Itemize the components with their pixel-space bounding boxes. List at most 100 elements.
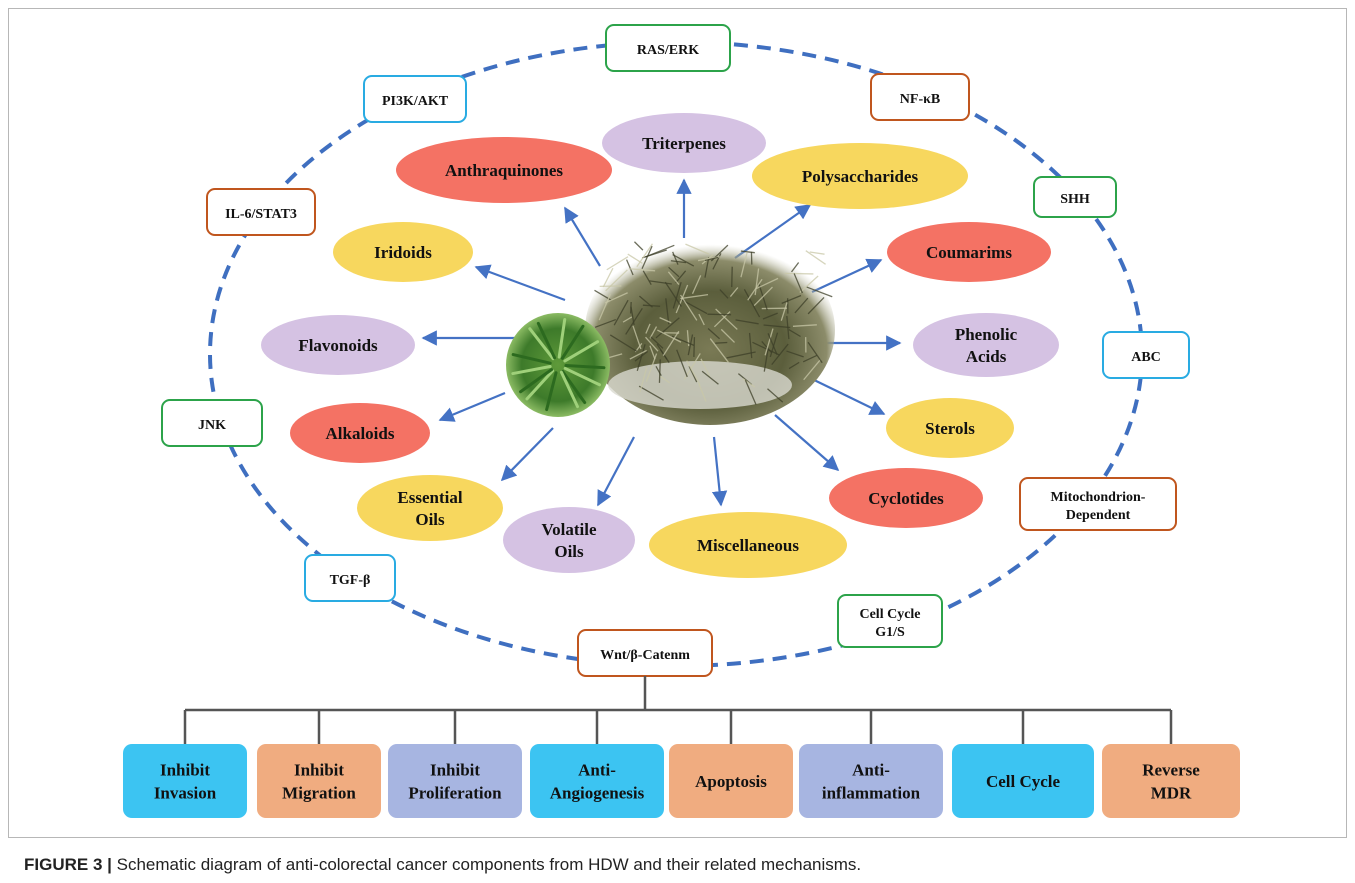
component-miscellaneous: Miscellaneous	[649, 512, 847, 578]
component-anthraquinones: Anthraquinones	[396, 137, 612, 203]
outcome-label: Anti-Angiogenesis	[550, 761, 645, 803]
component-sterols: Sterols	[886, 398, 1014, 458]
arrow-to-cyclotides	[774, 414, 840, 472]
pathway-box	[1019, 477, 1177, 531]
component-ellipse	[333, 222, 473, 282]
outcome-tree	[183, 676, 1173, 745]
arrow-to-essential-oils	[500, 427, 554, 482]
component-ellipse	[886, 398, 1014, 458]
arrow-to-volatile-oils	[597, 436, 635, 507]
caption-label: FIGURE 3 |	[24, 855, 112, 874]
arrow-to-alkaloids	[438, 391, 506, 422]
pathway-label: IL-6/STAT3	[225, 207, 297, 222]
component-label: Anthraquinones	[445, 161, 563, 180]
outcome-label: Cell Cycle	[986, 772, 1061, 791]
component-ellipse	[357, 475, 503, 541]
center-images	[506, 235, 835, 425]
outcome-cell-cycle: Cell Cycle	[952, 744, 1094, 818]
outcome-box	[1102, 744, 1240, 818]
pathway-label: SHH	[1060, 192, 1090, 207]
arrow-to-miscellaneous	[711, 436, 728, 507]
component-label: Coumarims	[926, 243, 1012, 262]
pathway-box	[363, 75, 467, 123]
component-triterpenes: Triterpenes	[602, 113, 766, 173]
pathway-abc: ABC	[1102, 331, 1190, 379]
outcome-label: Apoptosis	[695, 772, 767, 791]
component-label: Iridoids	[374, 243, 432, 262]
pathway-box	[206, 188, 316, 236]
outcome-anti-angiogenesis: Anti-Angiogenesis	[530, 744, 664, 818]
component-ellipse	[290, 403, 430, 463]
component-label: Polysaccharides	[802, 167, 919, 186]
component-ellipse	[261, 315, 415, 375]
pathway-label: TGF-β	[330, 573, 371, 588]
pathway-mitochondrion-dependent: Mitochondrion-Dependent	[1019, 477, 1177, 531]
outcome-box	[530, 744, 664, 818]
component-label: Alkaloids	[326, 424, 395, 443]
pathway-box	[1033, 176, 1117, 218]
outcome-label: Anti-inflammation	[822, 761, 921, 803]
component-iridoids: Iridoids	[333, 222, 473, 282]
outcome-box	[123, 744, 247, 818]
pathway-label: ABC	[1131, 350, 1161, 365]
pathway-box	[837, 594, 943, 648]
outcome-box	[388, 744, 522, 818]
pathway-ras-erk: RAS/ERK	[605, 24, 731, 72]
component-ellipse	[503, 507, 635, 573]
pathway-box	[1102, 331, 1190, 379]
pathway-pi3k-akt: PI3K/AKT	[363, 75, 467, 123]
pathway-box	[161, 399, 263, 447]
pathway-tgf: TGF-β	[304, 554, 396, 602]
arrow-to-iridoids	[474, 264, 566, 302]
component-alkaloids: Alkaloids	[290, 403, 430, 463]
component-label: Triterpenes	[642, 134, 726, 153]
component-label: Sterols	[925, 419, 975, 438]
component-flavonoids: Flavonoids	[261, 315, 415, 375]
component-polysaccharides: Polysaccharides	[752, 143, 968, 209]
arrows-group	[421, 178, 902, 507]
pathway-wnt-catenm: Wnt/β-Catenm	[577, 629, 713, 677]
plant-photo	[506, 313, 610, 417]
pathway-label: RAS/ERK	[637, 43, 699, 58]
outcome-apoptosis: Apoptosis	[669, 744, 793, 818]
pathway-nf-b: NF-κB	[870, 73, 970, 121]
component-cyclotides: Cyclotides	[829, 468, 983, 528]
figure-caption: FIGURE 3 | Schematic diagram of anti-col…	[24, 855, 861, 875]
arrow-to-coumarims	[811, 258, 883, 293]
pathway-box	[605, 24, 731, 72]
component-ellipse	[913, 313, 1059, 377]
component-ellipse	[396, 137, 612, 203]
pathways-group: RAS/ERK PI3K/AKT NF-κB IL-6/STAT3 SHH ABC JNK M…	[161, 24, 1190, 677]
outcome-box	[669, 744, 793, 818]
pathway-label: Wnt/β-Catenm	[600, 648, 690, 663]
pathway-label: JNK	[198, 418, 226, 433]
pathway-label: Mitochondrion-Dependent	[1051, 490, 1146, 523]
pathway-box	[304, 554, 396, 602]
pathway-il-6-stat3: IL-6/STAT3	[206, 188, 316, 236]
figure-frame	[8, 8, 1347, 838]
pathway-shh: SHH	[1033, 176, 1117, 218]
component-label: Miscellaneous	[697, 536, 799, 555]
arrow-to-anthraquinones	[564, 206, 601, 267]
component-ellipse	[752, 143, 968, 209]
component-ellipse	[649, 512, 847, 578]
arrow-to-sterols	[809, 377, 886, 415]
pathway-label: NF-κB	[900, 92, 940, 107]
component-ellipse	[602, 113, 766, 173]
component-coumarims: Coumarims	[887, 222, 1051, 282]
